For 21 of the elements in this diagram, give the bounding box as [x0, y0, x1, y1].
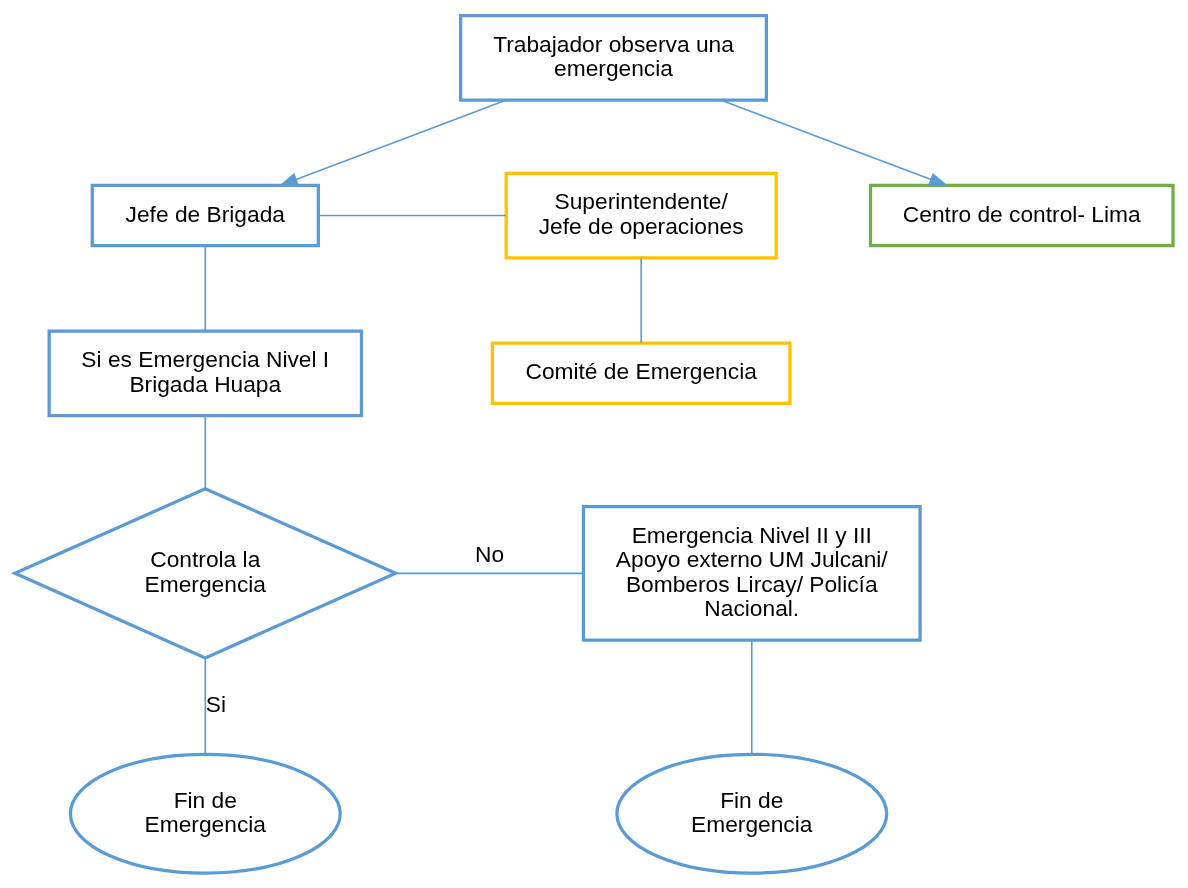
connector: [640, 257, 642, 344]
node-box: Jefe de Brigada: [90, 183, 320, 247]
edge-label: No: [474, 540, 505, 567]
connector: [317, 214, 507, 216]
connector: [394, 572, 584, 574]
node-box: Comité de Emergencia: [490, 341, 792, 405]
connector: [750, 639, 753, 754]
connector: [204, 244, 207, 331]
node-ellipse: Fin de Emergencia: [68, 752, 342, 875]
node-box: Emergencia Nivel II y III Apoyo externo UM Julcani/ Bomberos Lircay/ Policía Nacional.: [581, 504, 922, 642]
connector: [204, 414, 207, 489]
node-box: Superintendente/ Jefe de operaciones: [504, 171, 778, 259]
node-diamond: Controla la Emergencia: [11, 486, 400, 660]
node-box: Trabajador observa una emergencia: [459, 13, 769, 102]
node-ellipse: Fin de Emergencia: [615, 752, 889, 875]
edge-label: Si: [205, 690, 226, 717]
arrow: [720, 98, 949, 186]
node-box: Centro de control- Lima: [868, 183, 1175, 247]
node-box: Si es Emergencia Nivel I Brigada Huapa: [47, 328, 364, 417]
arrow: [278, 98, 507, 186]
connector: [204, 657, 207, 755]
